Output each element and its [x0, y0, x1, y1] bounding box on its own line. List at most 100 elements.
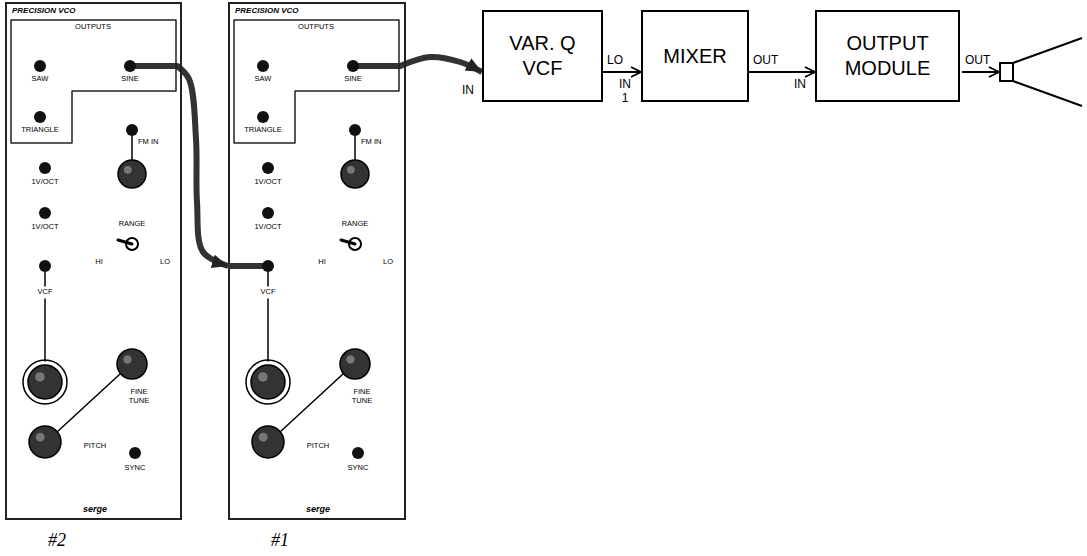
knob-highlight	[35, 372, 45, 382]
unit-number: #2	[48, 530, 66, 551]
patch-cable	[400, 57, 482, 72]
control-label: RANGE	[342, 220, 369, 229]
module-name: OUTPUT MODULE	[838, 31, 938, 81]
leader-line	[44, 299, 46, 361]
brand-logo: serge	[306, 504, 330, 514]
jack-label: 1V/OCT	[254, 178, 281, 187]
speaker-symbol	[1000, 38, 1082, 106]
jack-socket	[347, 60, 359, 72]
control-label: PITCH	[307, 442, 330, 451]
jack-label: SINE	[121, 75, 139, 84]
jack-label: VCF	[261, 288, 276, 297]
section-border	[234, 20, 399, 143]
knob-highlight	[347, 166, 355, 174]
jack-label: VCF	[38, 288, 53, 297]
knob-scale	[23, 360, 67, 404]
knob-highlight	[259, 433, 268, 442]
section-border	[11, 20, 176, 143]
module-name: VAR. Q VCF	[501, 31, 585, 81]
vco-panel: PRECISION VCO 1V/OCT 1V/OCT VCF FM IN RANGE HI…	[5, 2, 182, 520]
jack-socket	[349, 124, 361, 136]
jack-socket	[262, 207, 274, 219]
control-knob	[118, 160, 146, 188]
jack-label: 1V/OCT	[31, 223, 58, 232]
port-label: IN	[794, 78, 806, 92]
leader-line	[354, 136, 356, 160]
port-label: OUT	[753, 54, 778, 68]
module-box: OUTPUT MODULE	[815, 10, 960, 102]
leader-line	[267, 299, 269, 361]
switch-label: LO	[383, 258, 393, 267]
control-knob	[340, 349, 370, 379]
port-label: LO	[607, 54, 623, 68]
patch-cable	[230, 263, 262, 269]
switch-label: HI	[318, 258, 326, 267]
knob-highlight	[36, 433, 45, 442]
jack-label: SAW	[32, 75, 49, 84]
switch-label: HI	[95, 258, 103, 267]
knob-highlight	[346, 355, 354, 363]
knob-highlight	[124, 166, 132, 174]
switch-lever	[341, 240, 355, 244]
control-label: FINE TUNE	[121, 388, 157, 405]
knob-scale	[246, 360, 290, 404]
patch-cable	[130, 63, 177, 69]
port-label: OUT	[965, 54, 990, 68]
knob-highlight	[258, 372, 268, 382]
jack-label: SYNC	[125, 464, 146, 473]
signal-arrow	[603, 71, 641, 73]
speaker-magnet	[1000, 63, 1013, 81]
jack-label: 1V/OCT	[254, 223, 281, 232]
brand-logo: serge	[83, 504, 107, 514]
control-label: RANGE	[119, 220, 146, 229]
jack-label: SYNC	[348, 464, 369, 473]
jack-socket	[34, 60, 46, 72]
jack-socket	[34, 111, 46, 123]
jack-label: 1V/OCT	[31, 178, 58, 187]
control-knob	[251, 365, 285, 399]
knob-highlight	[123, 355, 131, 363]
control-label: PITCH	[84, 442, 107, 451]
control-knob	[28, 365, 62, 399]
module-title: PRECISION VCO	[12, 6, 76, 15]
jack-socket	[257, 111, 269, 123]
jack-label: FM IN	[138, 138, 158, 147]
switch-label: LO	[160, 258, 170, 267]
speaker-cone	[1013, 38, 1082, 106]
control-knob	[117, 349, 147, 379]
jack-socket	[124, 60, 136, 72]
leader-line	[44, 272, 46, 286]
jack-label: SAW	[255, 75, 272, 84]
control-knob	[29, 426, 61, 458]
jack-socket	[352, 447, 364, 459]
signal-arrow	[962, 71, 999, 73]
module-name: MIXER	[663, 44, 726, 69]
signal-arrow	[749, 71, 815, 73]
jack-label: FM IN	[361, 138, 381, 147]
jack-socket	[257, 60, 269, 72]
jack-label: SINE	[344, 75, 362, 84]
outputs-section: OUTPUTSSAWSINETRIANGLE	[233, 19, 400, 144]
jack-socket	[129, 447, 141, 459]
module-box: MIXER	[641, 10, 749, 102]
leader-line	[267, 272, 269, 286]
control-knob	[341, 160, 369, 188]
section-label: OUTPUTS	[75, 23, 111, 32]
jack-socket	[39, 162, 51, 174]
control-knob	[252, 426, 284, 458]
port-label: IN 1	[619, 78, 631, 106]
module-box: VAR. Q VCF	[482, 10, 603, 102]
port-label: IN	[462, 84, 474, 98]
vco-panel: PRECISION VCO 1V/OCT 1V/OCT VCF FM IN RANGE HI…	[228, 2, 406, 520]
module-title: PRECISION VCO	[235, 6, 299, 15]
jack-socket	[126, 124, 138, 136]
outputs-section: OUTPUTS SAW SINE TRIANGLE	[10, 19, 177, 144]
jack-label: TRIANGLE	[244, 126, 282, 135]
patch-cable	[353, 63, 400, 69]
jack-label: TRIANGLE	[21, 126, 59, 135]
leader-line	[131, 136, 133, 160]
control-label: FINE TUNE	[344, 388, 380, 405]
jack-socket	[262, 260, 274, 272]
